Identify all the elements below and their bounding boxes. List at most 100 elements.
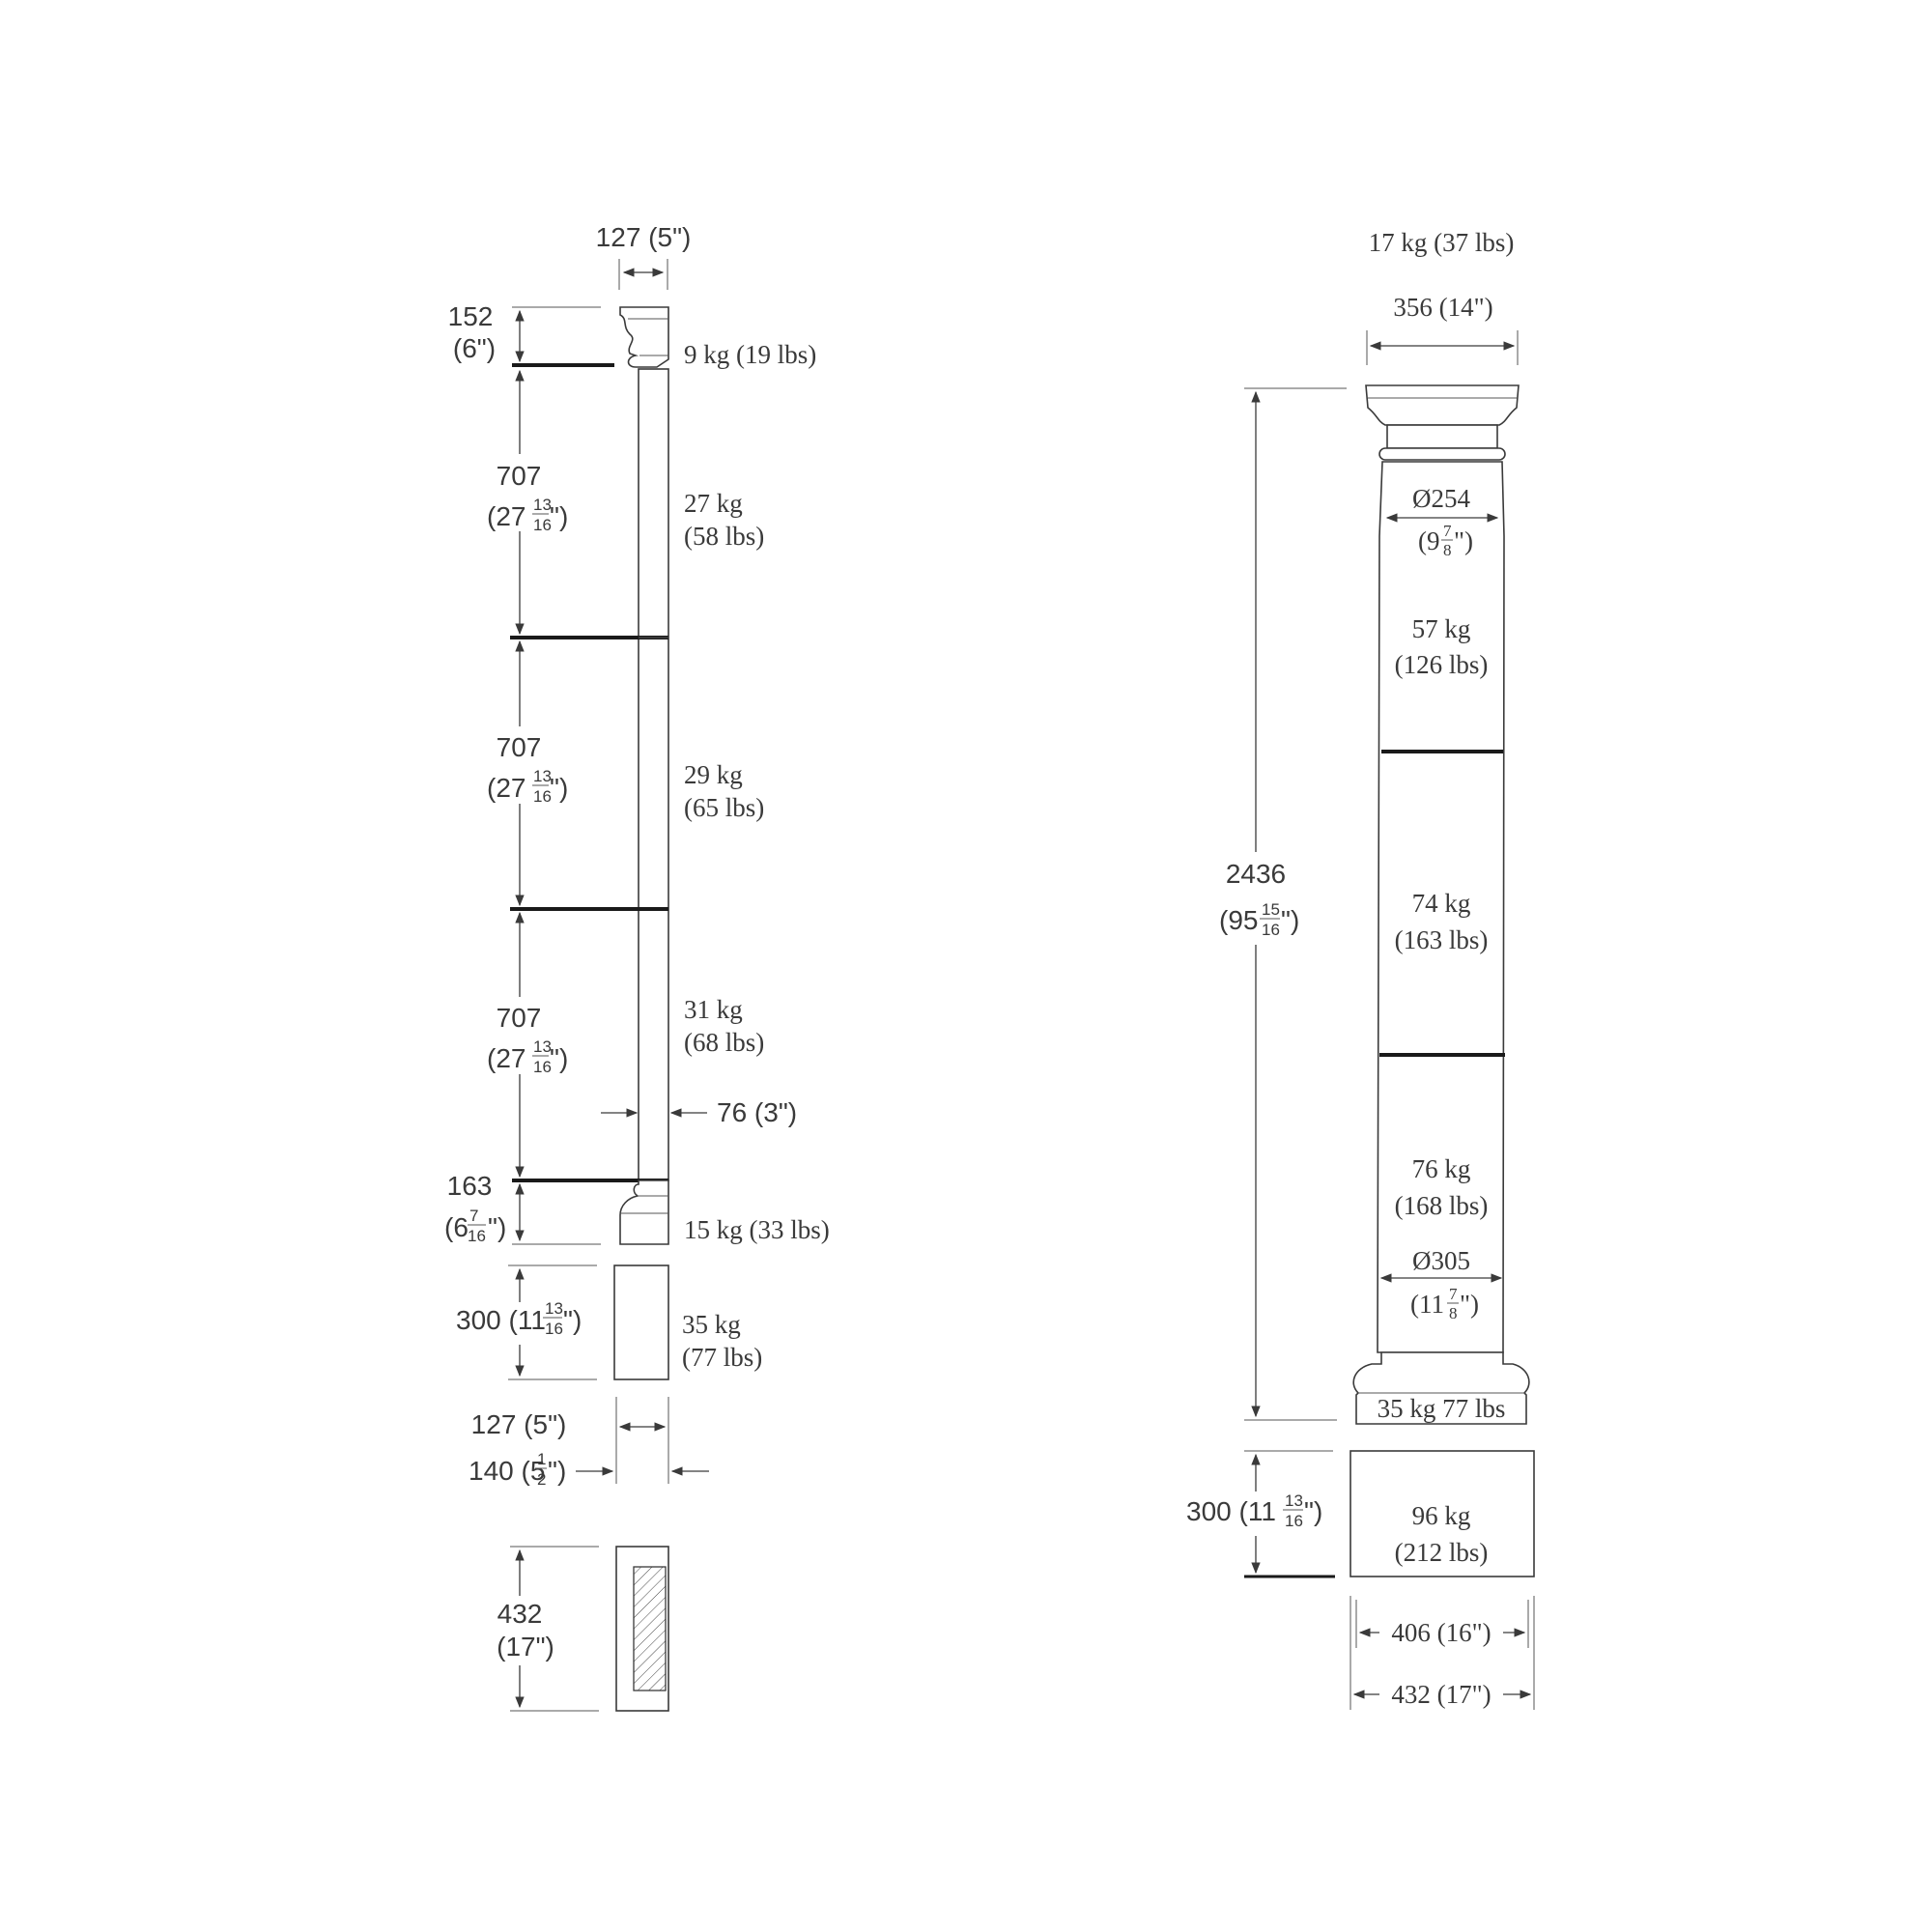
left-plinth: 300 (11 13 16 ") 35 kg (77 lbs) — [454, 1264, 762, 1380]
left-segment-2: 707 (27 13 16 ") 29 kg (65 lbs) — [487, 639, 764, 907]
right-plinth-width-outer: 432 (17") — [1391, 1680, 1491, 1709]
right-plinth-body — [1350, 1450, 1535, 1577]
right-overall-height-dimension: 2436 (95 15 16 ") — [1213, 387, 1347, 1421]
left-segment-2-weight: 29 kg — [684, 760, 743, 789]
right-bottom-diameter-den: 8 — [1449, 1304, 1458, 1322]
left-shaft-body — [638, 368, 669, 1181]
right-plinth-weight-lbs: (212 lbs) — [1395, 1538, 1489, 1567]
left-segment-2-height-num: 13 — [533, 767, 552, 785]
left-segment-1-height-num: 13 — [533, 496, 552, 514]
right-top-diameter-num: 7 — [1443, 522, 1452, 540]
left-plinth-weight-lbs: (77 lbs) — [682, 1343, 762, 1372]
left-segment-1: 707 (27 13 16 ") 27 kg (58 lbs) — [487, 369, 764, 636]
left-segment-1-weight: 27 kg — [684, 489, 743, 518]
left-segment-1-height-close: ") — [550, 501, 568, 531]
left-capital-height-dimension: 152 (6") 9 kg (19 lbs) — [448, 301, 817, 369]
left-segment-3-height-close: ") — [550, 1043, 568, 1073]
right-plinth-width-inner: 406 (16") — [1391, 1618, 1491, 1647]
left-plinth-width-inner: 127 (5") — [471, 1409, 567, 1439]
right-capital-weight: 17 kg (37 lbs) — [1369, 228, 1515, 257]
right-plinth-height-num: 13 — [1285, 1492, 1303, 1510]
left-plinth-height-den: 16 — [545, 1320, 563, 1338]
left-capital-height-label: 152 — [448, 301, 494, 331]
right-segment-2-weight: 74 kg — [1412, 889, 1471, 918]
right-top-diameter-den: 8 — [1443, 541, 1452, 559]
left-segment-2-height-close: ") — [550, 773, 568, 803]
right-bottom-diameter-label: Ø305 — [1412, 1246, 1470, 1275]
right-top-diameter-label: Ø254 — [1412, 484, 1470, 513]
right-segment-2: 74 kg (163 lbs) — [1395, 889, 1489, 954]
left-plinth-height-main: 300 (11 — [456, 1305, 546, 1335]
left-segment-3-height: 707 — [497, 1003, 542, 1033]
left-segment-2-weight-lbs: (65 lbs) — [684, 793, 764, 822]
right-plinth-height-den: 16 — [1285, 1512, 1303, 1530]
left-shaft — [510, 368, 669, 1182]
left-shaft-depth-dimension: 76 (3") — [601, 1097, 797, 1127]
right-segment-3: 76 kg (168 lbs) — [1395, 1154, 1489, 1220]
left-segment-1-weight-lbs: (58 lbs) — [684, 522, 764, 551]
left-plinth-weight: 35 kg — [682, 1310, 741, 1339]
left-segment-3-weight: 31 kg — [684, 995, 743, 1024]
left-top-width-label: 127 (5") — [596, 222, 692, 252]
left-shaft-depth-label: 76 (3") — [717, 1097, 797, 1127]
left-base-profile: 163 (6 7 16 ") 15 kg (33 lbs) — [444, 1169, 830, 1246]
right-overall-height-close: ") — [1281, 905, 1299, 935]
right-base-weight: 35 kg 77 lbs — [1378, 1394, 1506, 1423]
right-base: 35 kg 77 lbs — [1352, 1351, 1530, 1425]
right-plinth-height-main: 300 (11 — [1186, 1496, 1276, 1526]
left-segment-2-height-den: 16 — [533, 787, 552, 806]
right-bottom-diameter-close: ") — [1460, 1290, 1479, 1319]
left-pedestal-hatch — [633, 1566, 667, 1691]
left-segment-3-height-den: 16 — [533, 1058, 552, 1076]
left-plinth-width-outer-close: ") — [548, 1456, 566, 1486]
left-pedestal-height-inches: (17") — [497, 1632, 554, 1662]
left-plinth-width-outer-den: 2 — [537, 1470, 546, 1489]
left-base-height-den: 16 — [468, 1227, 486, 1245]
right-capital-width-label: 356 (14") — [1393, 293, 1492, 322]
left-pedestal-height: 432 — [497, 1599, 543, 1629]
left-plinth-height-close: ") — [563, 1305, 582, 1335]
right-capital — [1365, 384, 1520, 461]
right-overall-height-num: 15 — [1262, 900, 1280, 919]
left-segment-3-weight-lbs: (68 lbs) — [684, 1028, 764, 1057]
right-overall-height-whole: (95 — [1219, 905, 1258, 935]
right-segment-1-weight-lbs: (126 lbs) — [1395, 650, 1489, 679]
right-segment-3-weight: 76 kg — [1412, 1154, 1471, 1183]
left-capital-profile — [512, 306, 669, 368]
right-top-diameter-whole: (9 — [1418, 526, 1440, 555]
left-base-height-label: 163 — [447, 1171, 493, 1201]
right-segment-1-weight: 57 kg — [1412, 614, 1471, 643]
right-plinth-height-close: ") — [1304, 1496, 1322, 1526]
left-base-height-num: 7 — [469, 1207, 478, 1225]
left-pedestal-section: 432 (17") — [491, 1546, 669, 1712]
left-capital-weight: 9 kg (19 lbs) — [684, 340, 816, 369]
right-plinth-weight: 96 kg — [1412, 1501, 1471, 1530]
left-segment-1-height: 707 — [497, 461, 542, 491]
right-elevation: 17 kg (37 lbs) 356 (14") Ø254 (9 — [1184, 228, 1535, 1710]
left-plinth-width-outer-main: 140 (5 — [469, 1456, 545, 1486]
right-bottom-diameter-num: 7 — [1449, 1285, 1458, 1303]
right-segment-1: 57 kg (126 lbs) — [1395, 614, 1489, 679]
left-capital-height-inches: (6") — [453, 333, 496, 363]
left-top-width-dimension: 127 (5") — [596, 222, 692, 290]
left-elevation: 127 (5") 152 (6") 9 kg (19 lbs) — [444, 222, 830, 1712]
right-segment-3-weight-lbs: (168 lbs) — [1395, 1191, 1489, 1220]
right-bottom-diameter-whole: (11 — [1410, 1290, 1444, 1319]
right-plinth-width-dimensions: 406 (16") 432 (17") — [1350, 1596, 1535, 1710]
right-bottom-diameter: Ø305 (11 7 8 ") — [1379, 1244, 1503, 1322]
left-plinth-width-outer-num: 1 — [537, 1450, 546, 1468]
right-overall-height-den: 16 — [1262, 921, 1280, 939]
right-overall-height-label: 2436 — [1226, 859, 1286, 889]
left-segment-3-height-whole: (27 — [487, 1043, 526, 1073]
right-capital-width-dimension: 356 (14") — [1366, 293, 1519, 365]
right-segment-2-weight-lbs: (163 lbs) — [1395, 925, 1489, 954]
left-plinth-height-num: 13 — [545, 1299, 563, 1318]
right-top-diameter: Ø254 (9 7 8 ") — [1385, 483, 1499, 559]
right-plinth: 96 kg (212 lbs) 300 (11 13 16 ") — [1184, 1450, 1535, 1578]
left-base-height-close: ") — [488, 1212, 506, 1242]
right-top-diameter-close: ") — [1454, 526, 1473, 555]
left-segment-1-height-den: 16 — [533, 516, 552, 534]
left-segment-2-height: 707 — [497, 732, 542, 762]
